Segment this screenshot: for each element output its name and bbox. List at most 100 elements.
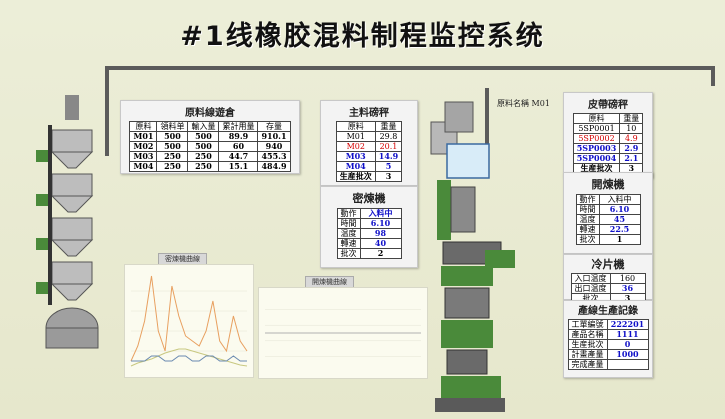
mixer-line-equipment — [430, 101, 515, 412]
cell: 4.9 — [619, 133, 644, 144]
raw-silo-tower — [36, 95, 99, 349]
cell: 36 — [609, 283, 646, 294]
feed-pipe-top — [105, 66, 715, 70]
cell: 出口温度 — [570, 283, 611, 294]
cell: 910.1 — [257, 131, 291, 142]
cell: 2.9 — [619, 143, 644, 154]
cell: 5SP0003 — [572, 143, 621, 154]
cell — [606, 359, 649, 370]
feed-pipe-left-down — [105, 66, 109, 156]
feed-pipe-right-down — [711, 66, 715, 86]
cell: 時間 — [575, 204, 600, 215]
cell: 89.9 — [218, 131, 259, 142]
cell: 原料 — [572, 113, 621, 124]
raw-tank-header: 累計用量 — [218, 121, 259, 132]
cell: 時間 — [336, 218, 361, 229]
cell: 44.7 — [218, 151, 259, 162]
cell: M01 — [335, 131, 376, 142]
cell: 160 — [609, 273, 646, 284]
table-row: 完成產量 — [567, 359, 649, 370]
cell: 500 — [156, 141, 189, 152]
cell: 1000 — [606, 349, 649, 360]
cell: 原料 — [335, 121, 376, 132]
cell: 温度 — [336, 228, 361, 239]
cell: 98 — [359, 228, 402, 239]
mixer-curve-chart — [124, 264, 254, 378]
feed-pipe-mid — [485, 88, 489, 148]
cell: 2 — [359, 248, 402, 259]
cell: 6.10 — [359, 218, 402, 229]
open-curve-chart — [258, 287, 428, 379]
cell: 14.9 — [374, 151, 403, 162]
cooler-title: 冷片機 — [591, 258, 625, 271]
cell: 工單編號 — [567, 319, 608, 330]
cell: 5SP0004 — [572, 153, 621, 164]
cell: 入口温度 — [570, 273, 611, 284]
cell: 5SP0002 — [572, 133, 621, 144]
cell: 重量 — [619, 113, 644, 124]
cell: 温度 — [575, 214, 600, 225]
belt-scale-title: 皮帶磅秤 — [588, 100, 628, 111]
cell: 22.5 — [598, 224, 641, 235]
cell: 重量 — [374, 121, 403, 132]
cell: 60 — [218, 141, 259, 152]
cell: 產品名稱 — [567, 329, 608, 340]
open-mill-title: 開煉機 — [591, 178, 625, 191]
cell: 5SP0001 — [572, 123, 621, 134]
cell: 轉速 — [575, 224, 600, 235]
cell: 250 — [187, 161, 220, 172]
main-scale-title: 主料磅秤 — [349, 108, 389, 119]
cell: 940 — [257, 141, 291, 152]
series-line — [130, 275, 248, 362]
cell: 動作 — [336, 208, 361, 219]
cell: 生産批次 — [567, 339, 608, 350]
cell: 2.1 — [619, 153, 644, 164]
cell: 3 — [374, 171, 403, 182]
cell: 轉速 — [336, 238, 361, 249]
cell: M04 — [129, 161, 158, 172]
series-line — [131, 355, 247, 362]
mixer-title: 密煉機 — [352, 192, 386, 205]
raw-tank-header: 原料 — [129, 121, 158, 132]
open-curve-svg — [265, 309, 421, 357]
cell: M03 — [335, 151, 376, 162]
production-title: 產線生產記錄 — [578, 306, 638, 317]
cell: 500 — [187, 141, 220, 152]
series-line — [130, 348, 248, 367]
cell: 45 — [598, 214, 641, 225]
raw-tank-title: 原料線遊倉 — [185, 108, 235, 119]
cell: 入料中 — [359, 208, 402, 219]
cell: 入料中 — [598, 194, 641, 205]
mixer-curve-svg — [130, 275, 248, 367]
cell: 15.1 — [218, 161, 259, 172]
cell: 250 — [156, 151, 189, 162]
cell: 1111 — [606, 329, 649, 340]
cell: 500 — [187, 131, 220, 142]
cell: 5 — [374, 161, 403, 172]
